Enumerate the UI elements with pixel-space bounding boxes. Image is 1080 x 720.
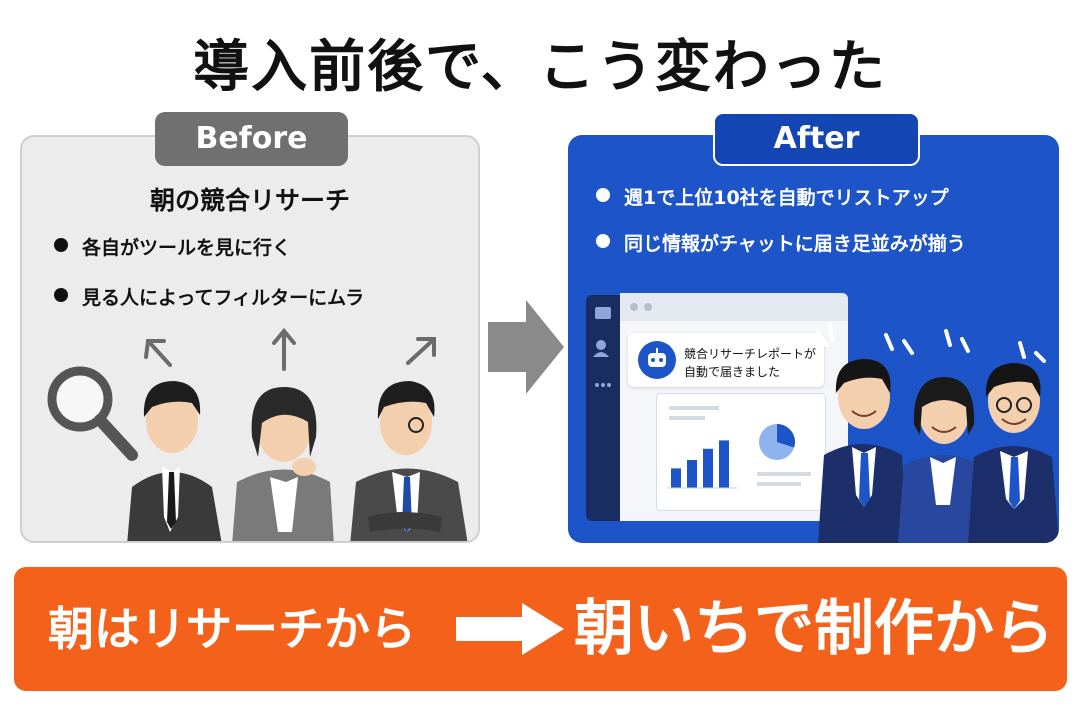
- report-bar: [671, 468, 681, 488]
- person-icon: [127, 381, 222, 541]
- arrow-right-icon: [456, 603, 564, 655]
- chat-icon: [595, 307, 611, 319]
- person-icon: [818, 359, 908, 543]
- chat-titlebar: [620, 293, 848, 321]
- before-list-item: 各自がツールを見に行く: [52, 233, 364, 283]
- bullet-icon: [54, 238, 68, 252]
- before-badge: Before: [155, 112, 348, 166]
- person-icon: [350, 381, 468, 541]
- person-icon: [232, 387, 334, 541]
- window-dot-icon: [644, 303, 652, 311]
- report-card: [656, 393, 826, 511]
- chat-sidebar-icons: [593, 307, 611, 387]
- report-pie-slice: [777, 424, 795, 448]
- after-illustration: [816, 323, 1059, 543]
- after-panel: 週1で上位10社を自動でリストアップ 同じ情報がチャットに届き足並みが揃う: [568, 135, 1059, 543]
- after-item-text: 同じ情報がチャットに届き足並みが揃う: [624, 233, 966, 255]
- report-bar: [703, 448, 713, 488]
- chat-message: 競合リサーチレポートが 自動で届きました: [628, 333, 824, 387]
- before-list: 各自がツールを見に行く 見る人によってフィルターにムラ: [52, 233, 364, 333]
- report-chart: [667, 406, 811, 489]
- bullet-icon: [596, 234, 610, 248]
- robot-icon: [638, 341, 676, 379]
- before-list-item: 見る人によってフィルターにムラ: [52, 283, 364, 333]
- before-illustration: [47, 327, 468, 541]
- person-icon: [968, 363, 1059, 543]
- before-panel: 朝の競合リサーチ 各自がツールを見に行く 見る人によってフィルターにムラ: [20, 135, 480, 543]
- chat-message-line: 競合リサーチレポートが: [684, 347, 817, 361]
- chat-window: 競合リサーチレポートが 自動で届きました: [620, 293, 848, 521]
- transition-arrow-icon: [488, 300, 564, 394]
- chat-message-line: 自動で届きました: [684, 365, 781, 379]
- after-list: 週1で上位10社を自動でリストアップ 同じ情報がチャットに届き足並みが揃う: [594, 183, 966, 275]
- before-item-text: 各自がツールを見に行く: [82, 237, 292, 259]
- thinking-arrows-icon: [144, 327, 436, 371]
- magnifier-icon: [47, 366, 138, 461]
- before-item-text: 見る人によってフィルターにムラ: [82, 287, 365, 309]
- after-item-text: 週1で上位10社を自動でリストアップ: [624, 187, 949, 209]
- after-list-item: 同じ情報がチャットに届き足並みが揃う: [594, 229, 966, 275]
- users-icon: [596, 340, 606, 350]
- page-title: 導入前後で、こう変わった: [193, 35, 887, 100]
- bullet-icon: [54, 288, 68, 302]
- banner-before-text: 朝はリサーチから: [48, 602, 416, 656]
- person-icon: [898, 377, 988, 543]
- report-bar: [687, 460, 697, 488]
- before-heading: 朝の競合リサーチ: [149, 186, 350, 215]
- after-list-item: 週1で上位10社を自動でリストアップ: [594, 183, 966, 229]
- bullet-icon: [596, 188, 610, 202]
- after-badge: After: [713, 112, 920, 166]
- chat-message-text: 競合リサーチレポートが 自動で届きました: [684, 345, 824, 381]
- window-dot-icon: [630, 303, 638, 311]
- chat-sidebar: [586, 295, 620, 521]
- banner-after-text: 朝いちで制作から: [574, 594, 1054, 664]
- excitement-icon: [816, 323, 1046, 363]
- more-icon: [595, 383, 599, 387]
- summary-banner: 朝はリサーチから 朝いちで制作から: [14, 567, 1067, 691]
- report-bar: [719, 440, 729, 488]
